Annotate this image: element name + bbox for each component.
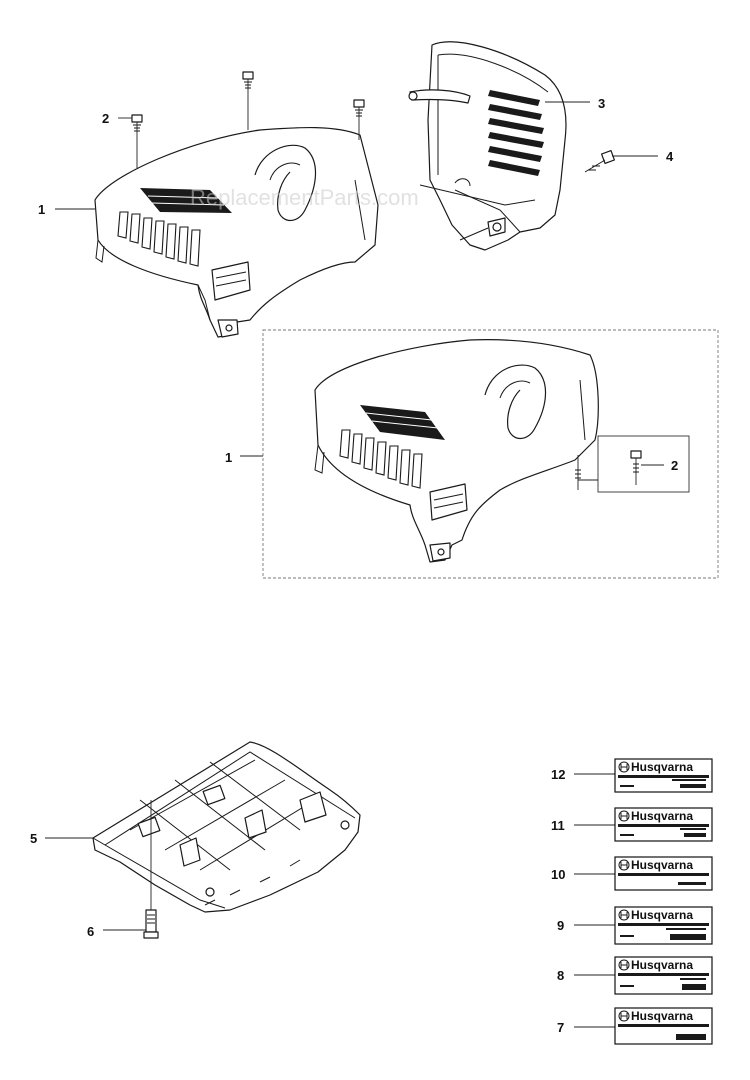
screw-top-right bbox=[353, 99, 365, 140]
base-plate-screw bbox=[143, 800, 159, 939]
decal-8-brand: Husqvarna bbox=[631, 958, 693, 972]
decal-12-brand: Husqvarna bbox=[631, 760, 693, 774]
kit-dashed-box bbox=[262, 329, 719, 579]
kit-screw-subbox bbox=[597, 435, 690, 493]
kit-cover-top-vents bbox=[360, 405, 445, 440]
callout-1-kit: 1 bbox=[225, 450, 232, 465]
base-plate-part bbox=[92, 741, 361, 913]
kit-screw-detail bbox=[630, 450, 642, 485]
callout-6: 6 bbox=[87, 924, 94, 939]
watermark-text: ReplacementParts.com bbox=[190, 185, 419, 210]
decal-11: 11 Husqvarna bbox=[551, 807, 713, 842]
callout-8: 8 bbox=[557, 968, 564, 983]
callout-5: 5 bbox=[30, 831, 37, 846]
screw-4 bbox=[584, 149, 616, 173]
husqvarna-logo-icon bbox=[618, 959, 630, 971]
callout-12: 12 bbox=[551, 767, 565, 782]
cylinder-cover-side-vents bbox=[117, 211, 201, 267]
kit-cylinder-cover-part bbox=[314, 339, 599, 563]
callout-3: 3 bbox=[598, 96, 605, 111]
husqvarna-logo-icon bbox=[618, 761, 630, 773]
callout-7: 7 bbox=[557, 1020, 564, 1035]
husqvarna-logo-icon bbox=[618, 859, 630, 871]
cylinder-cover-part bbox=[94, 126, 379, 338]
decal-10: 10 Husqvarna bbox=[551, 856, 713, 891]
callout-1-top: 1 bbox=[38, 202, 45, 217]
callout-2-top: 2 bbox=[102, 111, 109, 126]
decal-8: 8 Husqvarna bbox=[557, 956, 713, 995]
muffler-guard-part bbox=[408, 41, 567, 251]
muffler-guard-grille bbox=[488, 90, 544, 176]
screw-top-middle bbox=[242, 71, 254, 130]
callout-4: 4 bbox=[666, 149, 674, 164]
decal-9-brand: Husqvarna bbox=[631, 908, 693, 922]
base-plate-ribs bbox=[129, 759, 327, 871]
callout-2-kit: 2 bbox=[671, 458, 678, 473]
husqvarna-logo-icon bbox=[618, 909, 630, 921]
kit-screw-installed bbox=[575, 455, 581, 490]
decal-12: 12 Husqvarna bbox=[551, 758, 713, 793]
screw-top-left bbox=[131, 114, 143, 168]
callout-9: 9 bbox=[557, 918, 564, 933]
decal-7: 7 Husqvarna bbox=[557, 1007, 713, 1045]
kit-cover-side-vents bbox=[339, 429, 423, 489]
decal-11-brand: Husqvarna bbox=[631, 809, 693, 823]
cylinder-cover-top-vents bbox=[140, 188, 232, 213]
decal-9: 9 Husqvarna bbox=[557, 906, 713, 945]
decal-10-brand: Husqvarna bbox=[631, 858, 693, 872]
callout-10: 10 bbox=[551, 867, 565, 882]
callout-11: 11 bbox=[551, 818, 565, 833]
decal-7-brand: Husqvarna bbox=[631, 1009, 693, 1023]
husqvarna-logo-icon bbox=[618, 810, 630, 822]
husqvarna-logo-icon bbox=[618, 1010, 630, 1022]
